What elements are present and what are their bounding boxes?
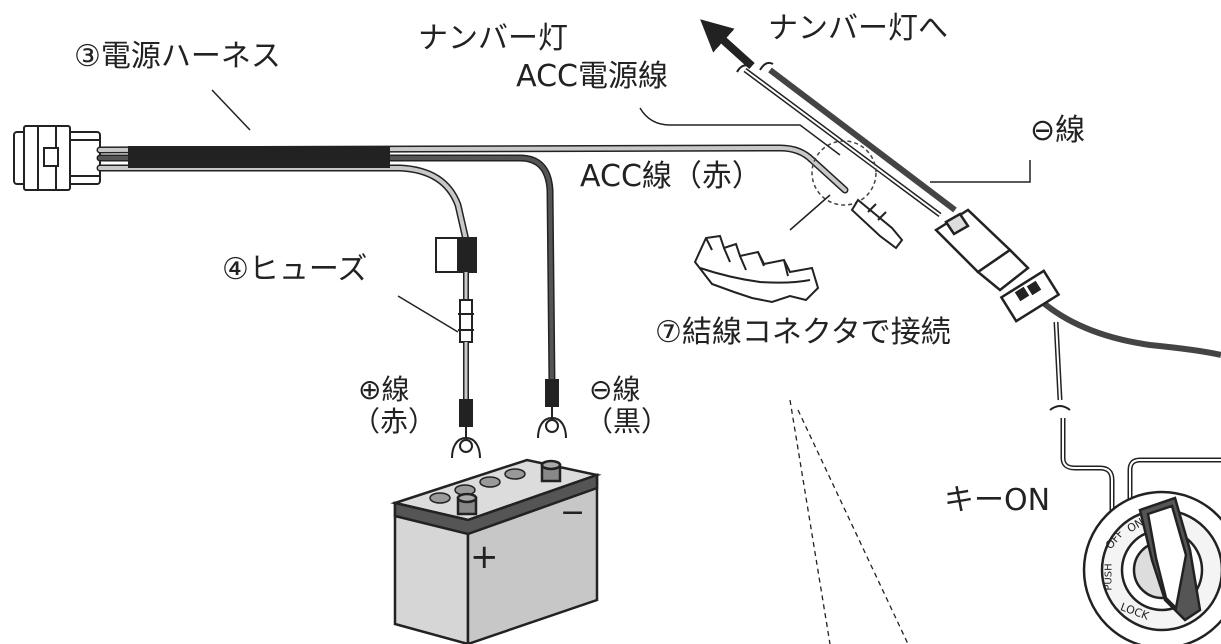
harness-connector [13, 125, 101, 191]
license-lamp-wire-label: ナンバー灯 ACC電源線 [418, 24, 668, 92]
wire-connector [934, 208, 1061, 323]
connector-join-label: ⑦結線コネクタで接続 [655, 315, 951, 350]
direction-arrow [700, 19, 755, 69]
negative-terminal [537, 379, 567, 439]
negative-color-text: （黒） [585, 405, 670, 438]
key-switch [1082, 490, 1221, 644]
acc-wire-label: ACC線（赤） [580, 159, 762, 194]
positive-color-text: （赤） [352, 405, 437, 438]
harness-sleeve [128, 146, 390, 168]
wire-break-mark-2 [1049, 405, 1071, 411]
battery-plus: + [470, 537, 499, 577]
fuse-label: ④ヒューズ [222, 252, 368, 287]
positive-wire-label: ⊕線 （赤） [352, 376, 436, 436]
license-lamp-wires [743, 67, 1221, 358]
projection-lines [789, 399, 909, 644]
battery-minus: − [560, 495, 586, 530]
battery [390, 458, 602, 644]
fuse-holder [435, 237, 481, 459]
main-harness-wires [96, 144, 849, 389]
wire-break-mark [736, 61, 774, 73]
detail-circle [811, 140, 877, 206]
license-lamp-wire-label-line2: ACC電源線 [516, 59, 668, 94]
splice-connector [693, 234, 820, 304]
key-on-label: キーON [944, 483, 1051, 518]
license-lamp-wire-label-line1: ナンバー灯 [418, 21, 568, 56]
to-license-lamp-label: ナンバー灯へ [768, 11, 948, 46]
negative-wire-text: ⊖線 [589, 373, 641, 406]
leader-lines [211, 89, 1031, 333]
harness-label: ③電源ハーネス [74, 39, 281, 74]
positive-wire-text: ⊕線 [358, 373, 410, 406]
negative-wire-right-label: ⊖線 [1030, 113, 1086, 148]
acc-pin [850, 198, 904, 250]
negative-wire-label: ⊖線 （黒） [585, 376, 669, 436]
key-push-text: PUSH [1103, 563, 1115, 591]
